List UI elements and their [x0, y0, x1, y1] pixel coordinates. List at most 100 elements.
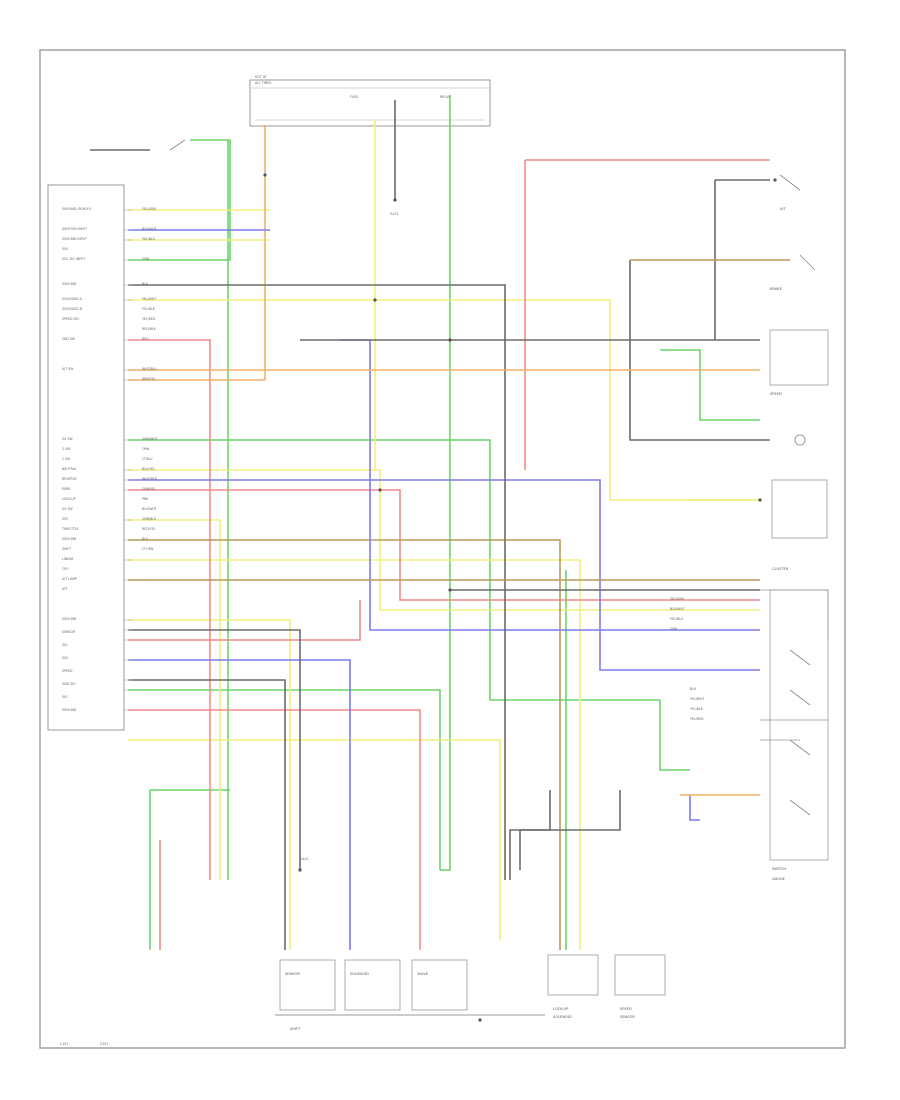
wire-color-label: BLK/WHT — [670, 607, 685, 611]
blue-wire — [128, 659, 351, 950]
black-wire — [128, 629, 301, 870]
component-label: SHIFT — [290, 1027, 301, 1031]
speed-sensor-box — [614, 954, 666, 996]
ecu-pin-label: 2ND SW — [62, 337, 76, 341]
blue-wire — [340, 339, 760, 631]
ecu-pin-label: 2 SW — [62, 447, 71, 451]
lockup-solenoid-box — [547, 954, 599, 996]
misc-label: FUSE — [350, 95, 358, 99]
wire-color-label: WHT/RED — [142, 477, 158, 481]
ecu-pin-label: SIG — [62, 695, 68, 699]
ecu-pin-label: A/T LAMP — [62, 577, 77, 581]
green-wire — [128, 139, 231, 261]
wire-color-label: YEL/RED — [142, 317, 156, 321]
ecu-pin-label: GROUND INPUT — [62, 237, 87, 241]
ecu-pin-label: NEUTRAL — [62, 467, 77, 471]
green-wire — [440, 95, 451, 871]
component-label: GAUGE — [772, 877, 786, 881]
yellow-wire — [128, 519, 221, 880]
component-label: SOLENOID — [553, 1015, 572, 1019]
wire-color-label: GRN — [142, 257, 150, 261]
ecu-pin-label: SOL — [62, 656, 69, 660]
solenoid-box-2 — [344, 959, 401, 1011]
switch-symbols — [169, 139, 816, 816]
component-label: CLUSTER — [772, 567, 789, 571]
component-label: LOCK-UP — [553, 1007, 569, 1011]
black-wire — [128, 284, 506, 880]
ecu-pin-label: 1 SW — [62, 457, 71, 461]
component-label: SOLENOID — [350, 972, 369, 976]
red-wire — [128, 539, 561, 950]
ecu-pin-ticks — [124, 209, 132, 711]
black-wire — [128, 679, 286, 950]
wire-color-label: PNK — [142, 497, 149, 501]
ecu-pin-label: SIG — [62, 643, 68, 647]
ecu-pin-label: PARK — [62, 487, 71, 491]
black-wire — [629, 260, 770, 441]
component-label: A/T — [780, 207, 787, 211]
wire-color-label: YEL/BLU — [670, 617, 684, 621]
ecu-pin-label: CPU — [62, 567, 69, 571]
ecu-pin-label: SENSOR — [62, 630, 76, 634]
ecu-pin-label: D3 SW — [62, 507, 74, 511]
wire-color-label: BLK — [690, 687, 697, 691]
wire-color-label: ORN — [142, 447, 150, 451]
green-wire — [660, 349, 760, 421]
diagram-frame — [39, 49, 846, 1049]
wire-color-label: BLK/WHT — [142, 227, 157, 231]
black-wire — [519, 790, 621, 870]
yellow-wire — [128, 739, 501, 940]
wire-color-label: BLU/YEL — [142, 467, 155, 471]
ecu-pin-label: A/T SW — [62, 367, 74, 371]
wire-group — [90, 95, 829, 950]
wire-color-label: YEL/WHT — [142, 297, 156, 301]
wire-color-label: BLU — [142, 537, 149, 541]
wire-color-label: GRN/BLK — [142, 517, 157, 521]
misc-label: RELAY — [440, 95, 450, 99]
wire-color-label: RED/BLK — [142, 327, 157, 331]
green-wire — [128, 439, 660, 701]
wire-color-label: BLK — [142, 282, 149, 286]
yellow-wire — [128, 559, 581, 950]
component-label: SWITCH — [772, 867, 786, 871]
component-label: SPEED — [620, 1007, 632, 1011]
gear-position-switch-box — [769, 589, 829, 861]
fuse-box — [249, 79, 491, 127]
misc-label: C101 — [60, 1042, 68, 1046]
solenoid-box-3 — [411, 959, 468, 1011]
ecu-pin-label: GROUND — [62, 617, 77, 621]
misc-label: C201 — [100, 1042, 108, 1046]
junction-dots — [263, 173, 777, 1022]
ecu-pin-label: GROUND (PGM-FI) — [62, 207, 91, 211]
wire-color-label: RED/YEL — [142, 527, 156, 531]
yellow-wire — [128, 299, 760, 501]
ecu-pin-label: D4 SW — [62, 437, 74, 441]
ecu-pin-label: SOLENOID A — [62, 297, 83, 301]
wire-color-label: GRN/WHT — [142, 437, 158, 441]
misc-label: ALL TIMES — [255, 81, 271, 85]
red-wire — [128, 600, 361, 641]
ecu-pin-label: SOL — [62, 247, 69, 251]
red-wire — [128, 489, 760, 601]
ecu-pin-label: SOLENOID B — [62, 307, 82, 311]
ecu-pin-label: ATF — [62, 587, 68, 591]
yellow-wire — [128, 619, 291, 950]
wire-color-label: BLU/WHT — [142, 507, 157, 511]
wire-color-label: GRN/YEL — [142, 487, 156, 491]
ecu-pin-label: SPEED SIG — [62, 317, 79, 321]
solenoid-box-1 — [279, 959, 336, 1011]
ecu-pin-label: IGNITION INPUT — [62, 227, 87, 231]
green-wire — [659, 700, 690, 771]
ecu-pin-label: GROUND — [62, 537, 77, 541]
wire-labels: GROUND (PGM-FI) IGNITION INPUT GROUND INPU… — [60, 75, 789, 1046]
wire-color-label: GRN — [670, 627, 678, 631]
component-label: SENSOR — [620, 1015, 635, 1019]
ecu-pin-label: SOL SIG INPUT — [62, 257, 85, 261]
wire-color-label: YEL/WHT — [690, 697, 704, 701]
ecu-pin-label: REVERSE — [62, 477, 77, 481]
component-label: SPEED — [770, 392, 782, 396]
wire-color-label: YEL/BLK — [142, 307, 156, 311]
ecu-pin-label: GND SIG — [62, 682, 76, 686]
wire-color-label: YEL/BLU — [142, 237, 156, 241]
